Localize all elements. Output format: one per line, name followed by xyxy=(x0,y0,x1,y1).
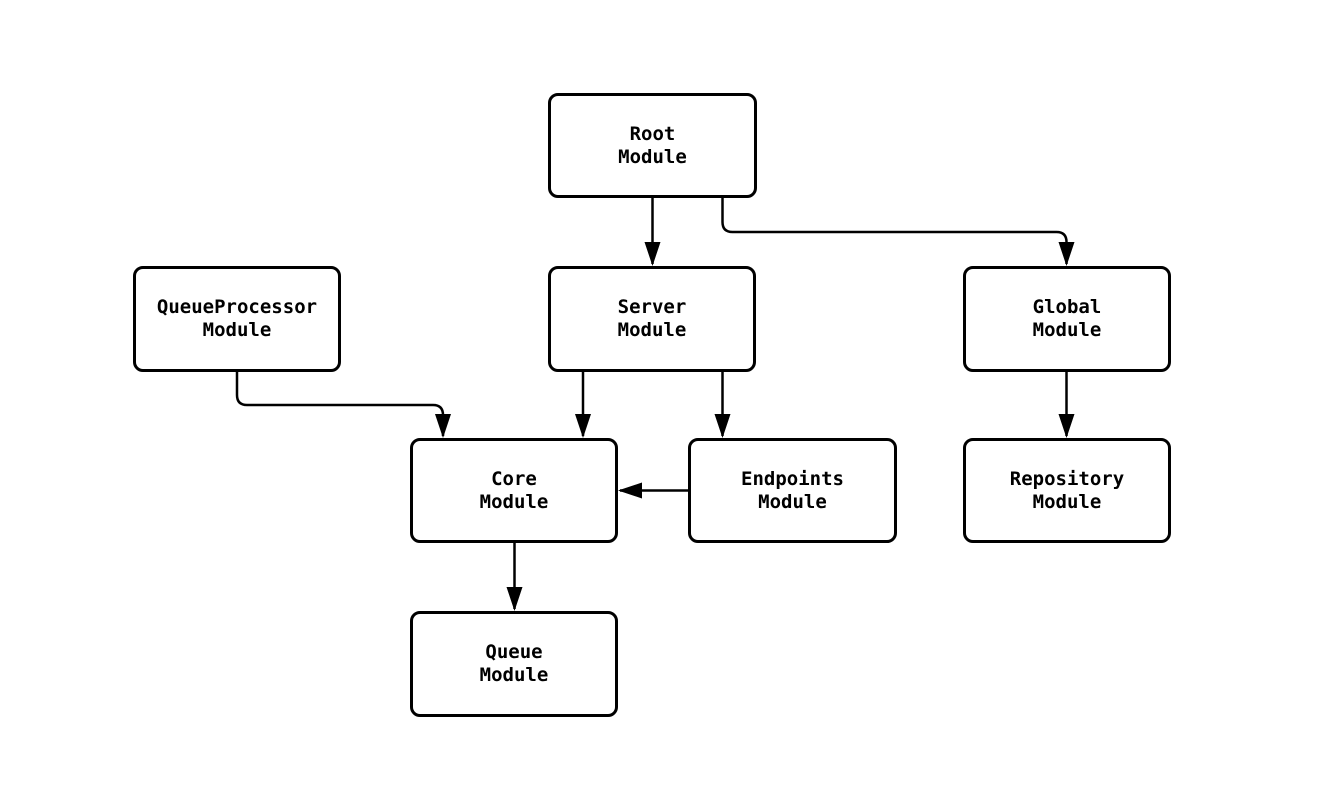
node-global-module: Global Module xyxy=(963,266,1171,372)
node-server-module-label: Server Module xyxy=(617,296,687,341)
node-core-module-label: Core Module xyxy=(479,467,549,513)
edge-queueprocessor-to-core xyxy=(235,372,451,438)
node-server-module: Server Module xyxy=(548,266,756,372)
node-root-module-label: Root Module xyxy=(618,122,687,168)
node-repository-module: Repository Module xyxy=(963,438,1171,543)
node-queue-module: Queue Module xyxy=(410,611,618,717)
node-queueprocessor-module-label: QueueProcessor Module xyxy=(156,296,318,341)
node-queueprocessor-module: QueueProcessor Module xyxy=(133,266,341,372)
node-endpoints-module: Endpoints Module xyxy=(688,438,897,543)
node-endpoints-module-label: Endpoints Module xyxy=(741,467,844,513)
node-global-module-label: Global Module xyxy=(1032,296,1102,341)
node-root-module: Root Module xyxy=(548,93,757,198)
node-core-module: Core Module xyxy=(410,438,618,543)
node-repository-module-label: Repository Module xyxy=(1009,467,1125,513)
edge-root-to-global xyxy=(721,198,1075,266)
node-queue-module-label: Queue Module xyxy=(479,641,549,686)
